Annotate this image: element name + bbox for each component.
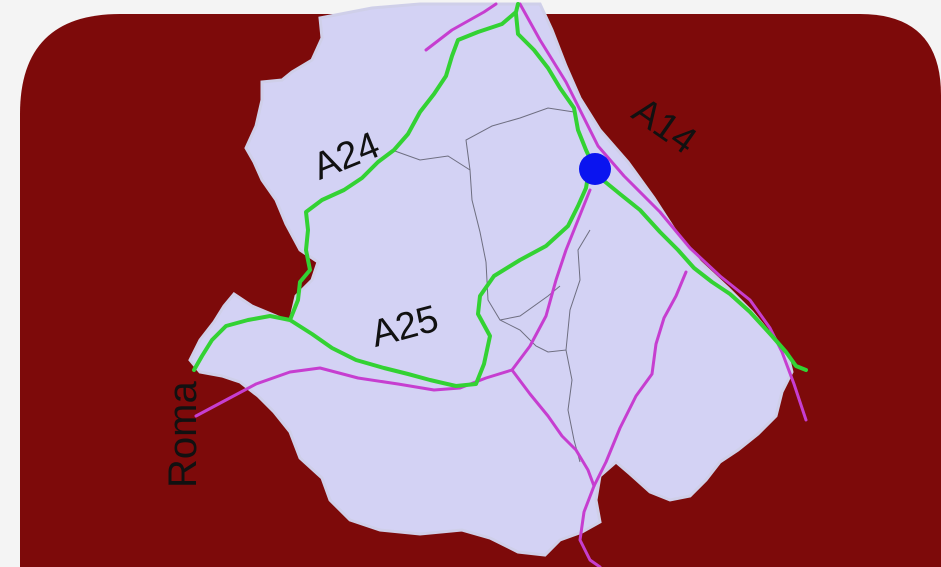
location-dot-icon[interactable]	[579, 153, 611, 185]
motorway-a24	[192, 2, 520, 372]
label-roma: Roma	[161, 381, 205, 488]
motorway-a25	[288, 162, 592, 388]
motorways	[192, 2, 808, 388]
motorway-a14	[514, 12, 808, 372]
